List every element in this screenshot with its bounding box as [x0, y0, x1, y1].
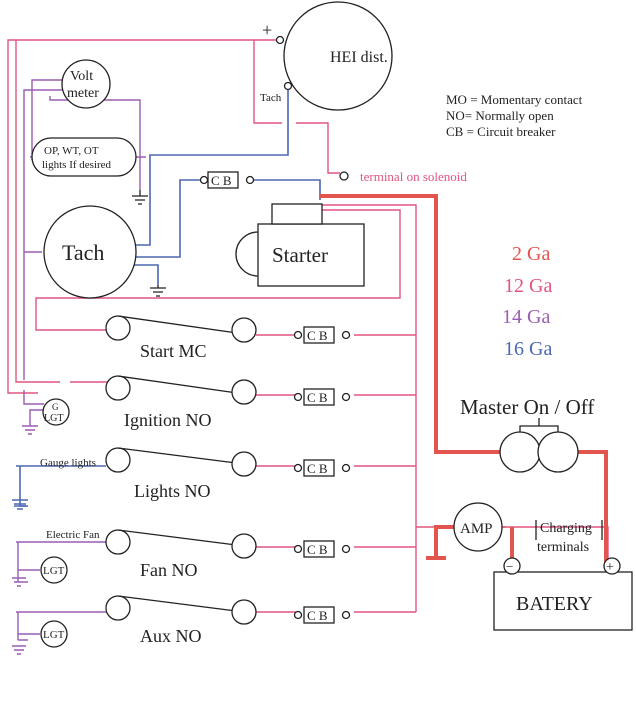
wire-14ga — [16, 79, 146, 640]
amp-label: AMP — [460, 521, 493, 537]
charging-label-2: terminals — [537, 540, 589, 555]
hei-distributor: HEI dist. + Tach — [260, 1, 393, 111]
cb-lights-label: C B — [307, 461, 328, 476]
aux-light: LGT — [40, 620, 68, 648]
cb-label: C B — [211, 173, 232, 188]
op-label-1: OP, WT, OT — [44, 145, 99, 157]
legend-mo: MO = Momentary contact — [446, 92, 583, 107]
starter-label: Starter — [272, 243, 328, 267]
legend-cb: CB = Circuit breaker — [446, 124, 556, 139]
volt-meter: Volt meter — [61, 59, 111, 109]
solenoid-terminal-label: terminal on solenoid — [360, 169, 467, 184]
switch-aux[interactable]: C B Aux NO — [105, 595, 351, 646]
switch-start[interactable]: C B Start MC — [105, 315, 351, 361]
g-lgt-label: LGT — [44, 413, 63, 424]
switch-ignition[interactable]: C B Ignition NO — [105, 375, 351, 430]
cb-fan-label: C B — [307, 542, 328, 557]
gauge-14: 14 Ga — [502, 306, 550, 328]
cb-ignition-label: C B — [307, 390, 328, 405]
volt-label-1: Volt — [70, 69, 93, 84]
cb-aux-label: C B — [307, 608, 328, 623]
fan-lgt-label: LGT — [43, 565, 65, 577]
aux-lgt-label: LGT — [43, 629, 65, 641]
switch-lights[interactable]: C B Lights NO Gauge lights — [40, 447, 351, 501]
cb-start-label: C B — [307, 328, 328, 343]
gauge-2: 2 Ga — [512, 243, 550, 265]
starter-motor: Starter terminal on solenoid — [235, 169, 467, 287]
battery-plus-sign: + — [606, 560, 614, 575]
wire-2ga — [320, 194, 608, 566]
hei-plus-sign: + — [262, 20, 272, 40]
legend-no: NO= Normally open — [446, 108, 554, 123]
lights-label: Lights NO — [134, 481, 211, 501]
gauge-16: 16 Ga — [504, 338, 552, 360]
wire-gauge-key: 2 Ga 12 Ga 14 Ga 16 Ga — [502, 243, 552, 360]
master-switch[interactable]: Master On / Off — [460, 395, 594, 473]
tach-gauge-label: Tach — [62, 240, 104, 265]
electric-fan-label: Electric Fan — [46, 529, 100, 541]
volt-label-2: meter — [67, 86, 99, 101]
hei-label: HEI dist. — [330, 49, 388, 66]
gauge-12: 12 Ga — [504, 275, 552, 297]
circuit-breaker-tach: C B — [199, 171, 255, 189]
g-light: G LGT — [42, 398, 70, 426]
abbreviation-legend: MO = Momentary contact NO= Normally open… — [446, 92, 583, 139]
op-label-2: lights If desired — [42, 159, 112, 171]
fan-label: Fan NO — [140, 560, 198, 580]
op-wt-ot-lights: OP, WT, OT lights If desired — [31, 137, 137, 177]
fan-light: LGT — [40, 556, 68, 584]
ground-symbols — [12, 190, 166, 655]
g-label: G — [52, 402, 59, 412]
ignition-label: Ignition NO — [124, 410, 212, 430]
aux-label: Aux NO — [140, 626, 202, 646]
battery: BATERY − + — [493, 557, 633, 631]
tach-gauge: Tach — [43, 205, 137, 299]
battery-minus-sign: − — [506, 559, 513, 574]
gauge-lights-label: Gauge lights — [40, 457, 96, 469]
tach-wire-label: Tach — [260, 92, 282, 104]
battery-label: BATERY — [516, 593, 593, 615]
charging-label-1: Charging — [540, 521, 592, 536]
master-label: Master On / Off — [460, 395, 594, 419]
amp-meter: AMP — [453, 502, 503, 552]
charging-terminals: Charging terminals — [535, 520, 603, 555]
switch-fan[interactable]: C B Fan NO Electric Fan — [46, 529, 351, 580]
start-label: Start MC — [140, 341, 207, 361]
